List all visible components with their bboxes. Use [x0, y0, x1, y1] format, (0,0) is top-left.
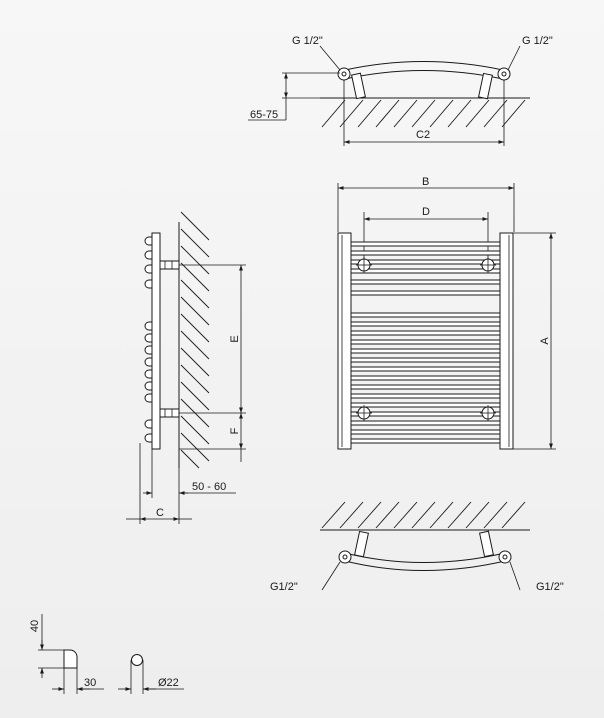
top-thread-callouts: G 1/2" G 1/2": [292, 35, 553, 71]
side-wall-hatch: [178, 211, 210, 469]
top-wall-hatch: [320, 97, 530, 128]
bottom-thread-callouts: G1/2" G1/2": [270, 561, 564, 593]
f-dimension: F: [179, 413, 246, 462]
c-dimension: C: [126, 443, 192, 524]
tube-diameter-label: Ø22: [158, 677, 179, 689]
a-label: A: [539, 337, 551, 345]
bar-cross-section: 40 30: [29, 614, 104, 694]
d-label: D: [422, 206, 430, 218]
depth-range-dimension: 50 - 60: [143, 449, 236, 524]
top-plan-view: G 1/2" G 1/2" 65-75 C2: [248, 35, 553, 146]
side-view: E F 50 - 60 C: [126, 211, 246, 524]
c-label: C: [156, 507, 164, 519]
b-dimension: B: [337, 176, 515, 232]
bottom-plan-view: G1/2" G1/2": [270, 501, 564, 593]
b-label: B: [422, 176, 429, 188]
front-rails: [350, 241, 501, 444]
front-brackets: [356, 257, 496, 421]
side-brackets: [159, 260, 180, 418]
side-radiator: [144, 232, 180, 450]
bar-height-label: 40: [29, 620, 41, 632]
top-radiator-curve: [337, 61, 511, 100]
side-rail-stubs: [144, 236, 153, 443]
bar-width-label: 30: [84, 677, 96, 689]
top-right-thread-label: G 1/2": [522, 35, 553, 47]
front-radiator: [337, 232, 514, 450]
bottom-wall-hatch: [320, 501, 530, 531]
wall-offset-label: 65-75: [250, 109, 278, 121]
top-left-thread-label: G 1/2": [292, 35, 323, 47]
a-dimension: A: [513, 232, 556, 450]
tube-cross-section: Ø22: [118, 654, 184, 694]
bottom-left-thread-label: G1/2": [270, 581, 298, 593]
c2-dimension: C2: [343, 80, 505, 146]
depth-range-label: 50 - 60: [192, 481, 226, 493]
f-label: F: [229, 427, 241, 434]
e-label: E: [229, 335, 241, 342]
front-view: B D: [337, 176, 556, 450]
wall-offset-dimension: 65-75: [248, 72, 340, 121]
bottom-right-thread-label: G1/2": [536, 581, 564, 593]
c2-label: C2: [416, 129, 430, 141]
bottom-radiator-curve: [338, 530, 512, 571]
e-dimension: E: [179, 264, 246, 414]
